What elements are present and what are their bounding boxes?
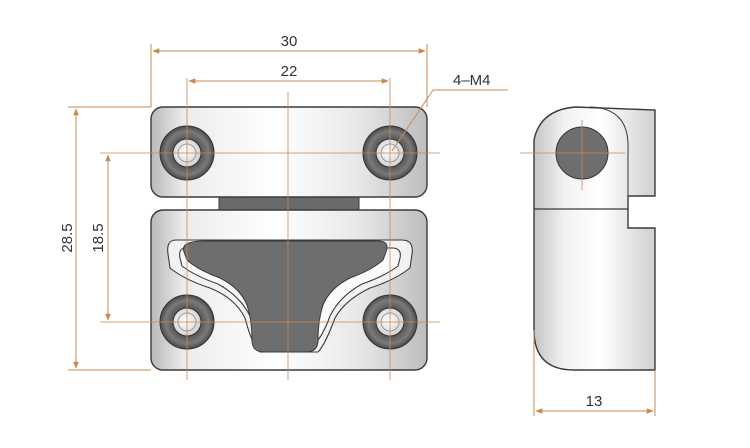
dimension-overall-width: 30 [150, 33, 428, 107]
side-view [520, 106, 656, 371]
dim-13-label: 13 [586, 393, 603, 410]
side-knuckle [589, 106, 629, 196]
side-profile [533, 106, 656, 371]
dimension-hole-callout: 4–M4 [391, 72, 508, 152]
dim-18-5-label: 18.5 [90, 223, 107, 252]
dimension-overall-height: 28.5 [59, 106, 151, 371]
front-view [100, 78, 440, 380]
dimension-side-depth: 13 [533, 330, 656, 416]
dimension-hole-spacing-horizontal: 22 [188, 63, 389, 84]
hole-callout-label: 4–M4 [453, 72, 491, 89]
upper-leaf [150, 106, 428, 198]
dim-30-label: 30 [281, 33, 298, 50]
dim-28-5-label: 28.5 [59, 223, 76, 252]
center-lines [100, 78, 440, 380]
dim-22-label: 22 [281, 63, 298, 80]
dimension-hole-spacing-vertical: 18.5 [90, 154, 111, 321]
hinge-barrel [218, 195, 360, 211]
dark-insert [182, 240, 388, 353]
